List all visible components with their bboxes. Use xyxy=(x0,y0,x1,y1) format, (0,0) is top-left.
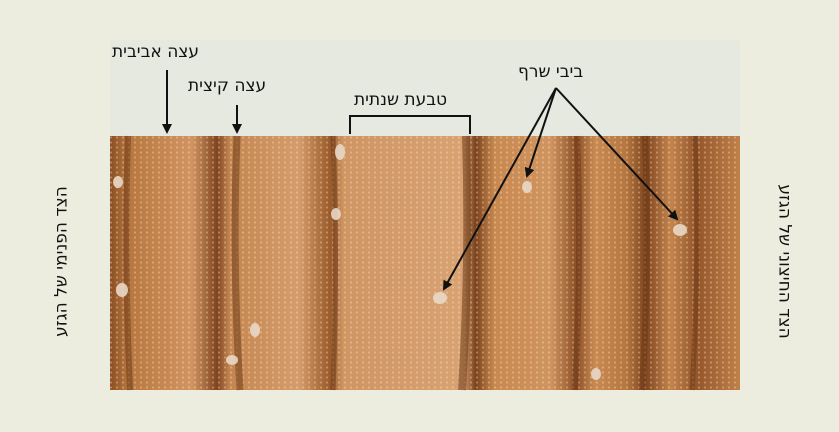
resin-spot xyxy=(433,292,447,304)
resin-spot xyxy=(522,181,532,193)
resin-spot xyxy=(591,368,601,380)
earlywood-label: עצה אביבית xyxy=(112,44,199,61)
annual-ring-label: טבעת שנתית xyxy=(354,92,447,109)
outer-side-label: הצד החיצוני של הגזע xyxy=(776,182,793,342)
inner-side-label: הצד הפנימי של הגזע xyxy=(54,182,71,342)
latewood-label: עצה קיצית xyxy=(188,78,266,95)
resin-spot xyxy=(226,355,238,365)
resin-spot xyxy=(250,323,260,337)
resin-spot xyxy=(331,208,341,220)
wood-sample xyxy=(110,136,740,390)
resin-spot xyxy=(116,283,128,297)
resin-canals-label: ביבי שרף xyxy=(518,64,583,81)
resin-spot xyxy=(113,176,123,188)
resin-spot xyxy=(335,144,345,160)
resin-spot xyxy=(673,224,687,236)
